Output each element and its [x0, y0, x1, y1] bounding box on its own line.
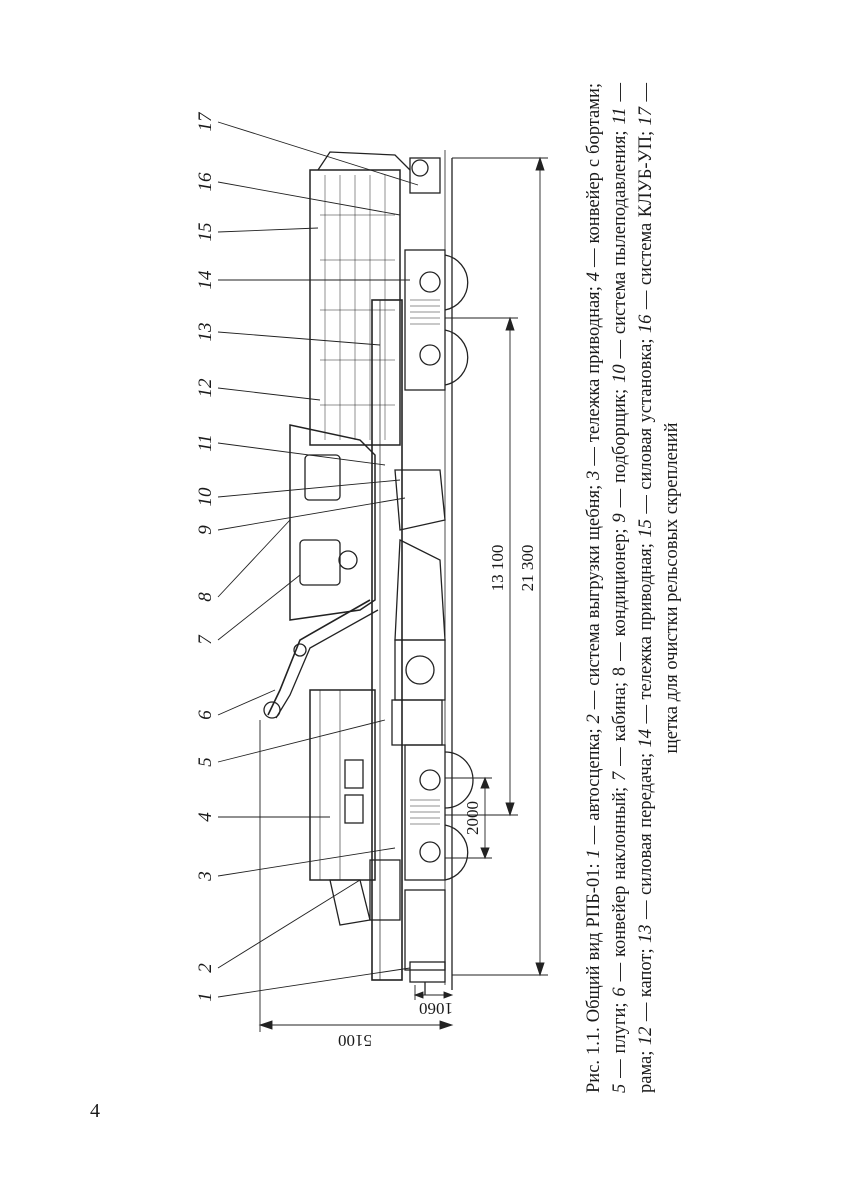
caption-item-number: 16: [636, 314, 656, 334]
caption-item-number: 10: [610, 364, 630, 383]
caption-item-number: 12: [636, 1026, 656, 1046]
caption-item-text: — кабина; 8 — кондиционер;: [610, 522, 630, 772]
coupler-icon: [409, 961, 446, 995]
hood-icon: [309, 151, 411, 446]
unloading-system-icon: [329, 859, 446, 971]
dim-axle-base: 2000: [463, 801, 482, 835]
caption-title: Общий вид РПБ-01:: [584, 863, 604, 1023]
caption-item-text: — капот;: [636, 942, 656, 1027]
cabin-icon: [289, 424, 376, 621]
caption-item-text: — автосцепка;: [584, 723, 604, 850]
caption-item-text: — плуги;: [610, 996, 630, 1084]
callout-9: 9: [195, 525, 216, 535]
caption-item-text: — система выгрузки щебня;: [584, 479, 604, 715]
callout-14: 14: [195, 270, 216, 290]
caption-item-number: 5: [610, 1083, 630, 1093]
leader-lines: [217, 121, 419, 998]
callout-16: 16: [195, 172, 216, 192]
callout-7: 7: [195, 635, 216, 645]
callout-11: 11: [195, 434, 216, 452]
dim-overall-length: 21 300: [518, 544, 537, 592]
callout-12: 12: [195, 378, 216, 398]
caption-item-number: 6: [610, 987, 630, 997]
caption-item-number: 2: [584, 714, 604, 724]
dim-bogie-spacing: 13 100: [488, 544, 507, 592]
caption-item-text: — силовая установка;: [636, 333, 656, 520]
caption-item-number: 11: [610, 107, 630, 125]
inclined-conveyor-icon: [263, 599, 379, 719]
callout-1: 1: [195, 992, 216, 1002]
figure-caption: Рис. 1.1. Общий вид РПБ-01: 1 — автосцеп…: [581, 83, 685, 1093]
caption-item-text: — тележка приводная;: [636, 537, 656, 729]
dim-gauge: 1060: [419, 999, 453, 1018]
callout-17: 17: [195, 112, 216, 132]
callout-6: 6: [195, 710, 216, 720]
callout-8: 8: [195, 592, 216, 602]
caption-item-text: — конвейер наклонный;: [610, 780, 630, 988]
caption-prefix: Рис. 1.1.: [584, 1027, 604, 1093]
callout-10: 10: [195, 487, 216, 507]
bogie-front-icon: [404, 744, 474, 881]
conveyor-icon: [309, 689, 376, 881]
caption-item-number: 14: [636, 728, 656, 748]
callout-15: 15: [195, 222, 216, 242]
caption-item-text: — система КЛУБ-УП;: [636, 125, 656, 315]
dim-height: 5100: [338, 1031, 372, 1050]
page-number: 4: [90, 1100, 100, 1122]
pickup-icon: [391, 469, 446, 746]
dimension-lines: [258, 156, 548, 1032]
caption-item-number: 7: [610, 771, 630, 781]
caption-item-number: 1: [584, 849, 604, 859]
caption-item-number: 3: [584, 470, 604, 480]
caption-item-number: 15: [636, 519, 656, 538]
callout-3: 3: [195, 871, 216, 881]
caption-item-number: 9: [610, 513, 630, 523]
callout-13: 13: [195, 322, 216, 342]
bogie-rear-icon: [404, 249, 469, 391]
caption-item-text: — подборщик;: [610, 382, 630, 514]
callout-4: 4: [195, 812, 216, 822]
brush-icon: [409, 157, 441, 194]
caption-item-number: 4: [584, 271, 604, 282]
caption-item-number: 17: [636, 106, 656, 126]
caption-item-text: — система пылеподавления;: [610, 124, 630, 365]
caption-item-text: — тележка приводная;: [584, 281, 604, 471]
caption-item-number: 13: [636, 924, 656, 943]
caption-item-text: — силовая передача;: [636, 747, 656, 925]
callout-2: 2: [195, 963, 216, 973]
callout-5: 5: [195, 757, 216, 767]
caption-item-text: — конвейер с бортами;: [584, 83, 604, 272]
